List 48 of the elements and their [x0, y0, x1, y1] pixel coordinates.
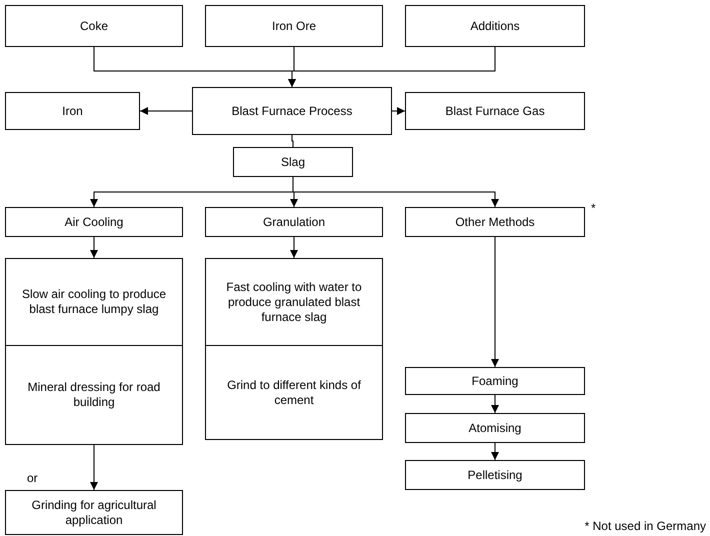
box-text: Slag [280, 154, 306, 170]
arrow [491, 442, 499, 460]
process-box [205, 258, 383, 346]
process-box [5, 345, 183, 445]
box-text: Coke [80, 18, 108, 34]
process-box [205, 5, 383, 47]
box-text: Grinding for agricultural application [30, 498, 158, 528]
process-box [5, 5, 183, 47]
arrow [290, 236, 298, 258]
footnote: * Not used in Germany [584, 519, 706, 533]
box-text: Other Methods [455, 214, 535, 230]
arrow [90, 236, 98, 258]
process-box [5, 207, 183, 237]
box-text: Foaming [472, 374, 518, 388]
process-box [5, 258, 183, 346]
process-box [405, 413, 585, 443]
box-text: Fast cooling with water to produce granulated blast furnace slag [225, 280, 363, 324]
process-box [5, 92, 140, 130]
arrow [140, 107, 192, 115]
process-box [205, 345, 383, 440]
box-text: Atomising [468, 420, 522, 436]
process-box [405, 5, 585, 47]
arrow [90, 444, 98, 490]
box-text: Slow air cooling to produce blast furnace lumpy slag [20, 287, 168, 317]
box-text: Iron Ore [272, 18, 316, 34]
box-text: Mineral dressing for road building [26, 380, 162, 410]
arrow [292, 176, 499, 208]
footnote-mark: * [591, 201, 596, 215]
box-text: Pelletising [468, 468, 522, 482]
process-box [233, 147, 353, 177]
arrow [392, 107, 406, 115]
box-text: Additions [470, 18, 520, 34]
process-box [405, 92, 585, 130]
box-text: Blast Furnace Process [232, 104, 352, 118]
box-text: Granulation [262, 214, 326, 230]
process-box [192, 87, 392, 135]
process-box [205, 207, 383, 237]
process-box [405, 367, 585, 395]
box-text: Grind to different kinds of cement [226, 378, 362, 408]
process-box [405, 207, 585, 237]
arrow [288, 46, 496, 88]
box-text: Iron [62, 104, 83, 118]
process-box [405, 460, 585, 490]
process-box [5, 490, 183, 535]
box-text: Blast Furnace Gas [445, 104, 545, 118]
arrow [491, 394, 499, 414]
arrow [491, 236, 499, 368]
box-text: Air Cooling [64, 214, 124, 230]
